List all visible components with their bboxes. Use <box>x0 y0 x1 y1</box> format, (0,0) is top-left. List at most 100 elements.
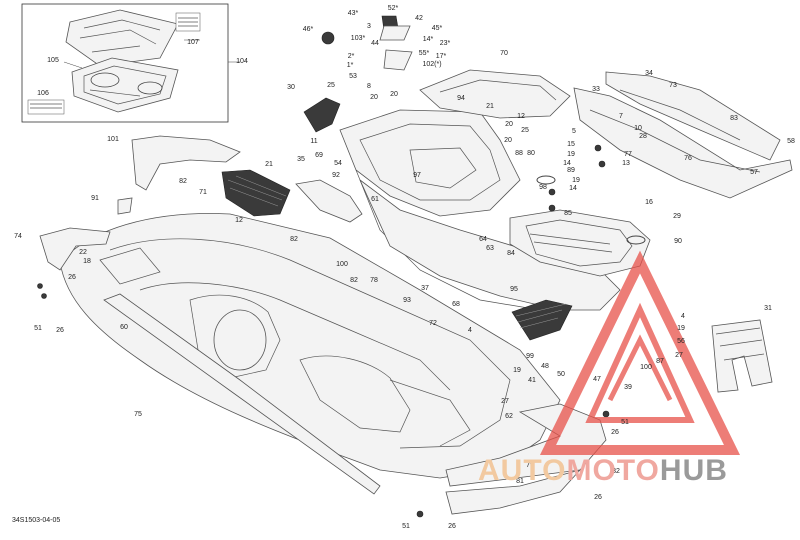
callout-label: 81 <box>516 478 524 485</box>
callout-label: 94 <box>457 95 465 102</box>
callout-label: 64 <box>479 236 487 243</box>
reflector-part <box>117 197 133 215</box>
callout-label: 83 <box>730 115 738 122</box>
callout-label: 32 <box>612 468 620 475</box>
callout-label: 4 <box>681 313 685 320</box>
callout-label: 20 <box>505 121 513 128</box>
callout-label: 87 <box>656 358 664 365</box>
callout-label: 61 <box>371 196 379 203</box>
watermark-logo-icon <box>539 250 741 455</box>
callout-label: 95 <box>510 286 518 293</box>
callout-label: 13 <box>622 160 630 167</box>
watermark-part-3: HUB <box>659 454 728 487</box>
callout-label: 104 <box>236 58 248 65</box>
callout-label: 57 <box>750 169 758 176</box>
callout-label: 92 <box>332 172 340 179</box>
callout-label: 89 <box>567 167 575 174</box>
handle-pod-part <box>303 97 341 133</box>
callout-label: 72 <box>429 320 437 327</box>
callout-label: 39 <box>624 384 632 391</box>
callout-label: 51 <box>621 419 629 426</box>
callout-label: 54 <box>334 160 342 167</box>
callout-label: 27 <box>501 398 509 405</box>
callout-label: 14 <box>569 185 577 192</box>
hull-body-part <box>59 213 561 479</box>
callout-label: 29 <box>673 213 681 220</box>
callout-label: 70 <box>500 50 508 57</box>
callout-label: 18 <box>83 258 91 265</box>
callout-label: 69 <box>315 152 323 159</box>
callout-label: 56 <box>677 338 685 345</box>
callout-label: 46* <box>303 26 314 33</box>
callout-label: 103* <box>351 35 366 42</box>
callout-label: 44 <box>371 40 379 47</box>
callout-label: 8 <box>367 83 371 90</box>
seat-part <box>221 169 291 217</box>
callout-label: 17* <box>436 53 447 60</box>
callout-label: 76 <box>684 155 692 162</box>
callout-label: 43* <box>348 10 359 17</box>
callout-label: 25 <box>327 82 335 89</box>
callout-label: 5 <box>572 128 576 135</box>
callout-label: 22 <box>79 249 87 256</box>
callout-label: 2* <box>348 53 355 60</box>
callout-label: 11 <box>310 138 317 145</box>
callout-label: 19 <box>677 325 685 332</box>
callout-label: 82 <box>290 236 298 243</box>
callout-label: 84 <box>507 250 515 257</box>
callout-label: 7 <box>619 113 623 120</box>
callout-label: 12 <box>517 113 525 120</box>
callout-label: 37 <box>421 285 429 292</box>
callout-label: 90 <box>674 238 682 245</box>
rear-step-part <box>445 469 582 515</box>
callout-label: 25 <box>521 127 529 134</box>
callout-label: 10 <box>634 125 642 132</box>
rub-rail-part <box>103 293 381 495</box>
callout-label: 102(*) <box>422 61 441 68</box>
callout-label: 82 <box>350 277 358 284</box>
storage-cover-part <box>65 9 201 67</box>
callout-label: 52* <box>388 5 399 12</box>
rear-platform-part <box>509 209 651 277</box>
callout-label: 93 <box>403 297 411 304</box>
callout-label: 4 <box>468 327 472 334</box>
callout-label: 97 <box>413 172 421 179</box>
callout-label: 31 <box>764 305 772 312</box>
watermark-part-2: MOTO <box>566 454 660 487</box>
callout-label: 107 <box>187 39 199 46</box>
callout-label: 78 <box>370 277 378 284</box>
callout-label: 106 <box>37 90 49 97</box>
callout-label: 1* <box>347 62 354 69</box>
callout-label: 26 <box>448 523 456 530</box>
callout-label: 20 <box>390 91 398 98</box>
left-panel-part <box>131 135 241 191</box>
callout-label: 91 <box>91 195 99 202</box>
front-bumper-part <box>39 227 111 271</box>
callout-label: 14 <box>563 160 571 167</box>
callout-label: 105 <box>47 57 59 64</box>
boarding-ladder-part <box>711 319 773 393</box>
callout-label: 19 <box>567 151 575 158</box>
callout-label: 21 <box>486 103 494 110</box>
callout-label: 33 <box>592 86 600 93</box>
callout-label: 27 <box>675 352 683 359</box>
callout-label: 68 <box>452 301 460 308</box>
callout-label: 19 <box>572 177 580 184</box>
callout-label: 48 <box>541 363 549 370</box>
intake-grate-part <box>511 299 573 341</box>
callout-label: 51 <box>34 325 42 332</box>
callout-label: 79 <box>526 462 534 469</box>
callout-label: 21 <box>265 161 273 168</box>
callout-label: 60 <box>120 324 128 331</box>
callout-label: 85 <box>564 210 572 217</box>
callout-label: 23* <box>440 40 451 47</box>
callout-label: 26 <box>68 274 76 281</box>
callout-label: 14* <box>423 36 434 43</box>
callout-label: 20 <box>504 137 512 144</box>
callout-label: 51 <box>402 523 410 530</box>
callout-label: 47 <box>593 376 601 383</box>
callout-label: 26 <box>611 429 619 436</box>
callout-label: 12 <box>235 217 243 224</box>
